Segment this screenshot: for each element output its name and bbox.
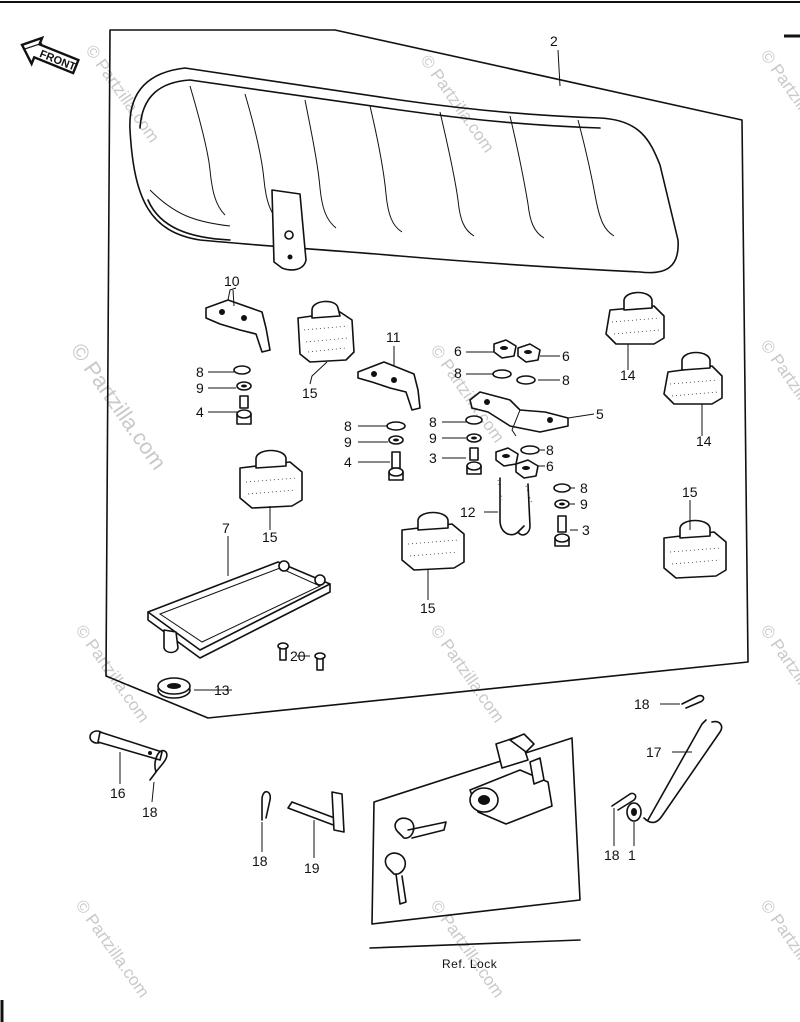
bracket-11-illustration [357,361,421,411]
watermark-main: © Partzilla.com [66,339,172,475]
callout-4-b: 4 [344,454,352,470]
callout-18-middle: 18 [252,853,268,869]
watermark-low-center: © Partzilla.com [427,621,508,726]
hardware-top-nuts-illustration [492,339,541,385]
callout-17: 17 [646,744,662,760]
clip-18-top-right-illustration [681,694,705,709]
callout-15-right: 15 [682,484,698,500]
callout-14-right: 14 [696,433,712,449]
callout-14-top: 14 [620,367,636,383]
callout-4-a: 4 [196,404,204,420]
callout-8-a: 8 [454,365,462,381]
callout-9-d: 9 [580,496,588,512]
callout-15-top: 15 [302,385,318,401]
watermark-bottom-left: © Partzilla.com [72,896,153,1001]
clip-18-middle-illustration [261,790,272,821]
lock-inset [371,733,581,925]
hardware-middle-illustration [386,421,406,481]
watermark-low-left: © Partzilla.com [72,621,153,726]
callout-6-b: 6 [562,348,570,364]
callout-12: 12 [460,504,476,520]
callout-8-f: 8 [546,442,554,458]
callout-18-top-right: 18 [634,696,650,712]
washer-1-illustration [626,802,642,822]
callout-8-d: 8 [344,418,352,434]
callout-9-b: 9 [344,434,352,450]
lock-reference-label: Ref. Lock [442,957,498,971]
damper-15-center-illustration [401,511,465,571]
damper-15-top-illustration [297,300,355,363]
callout-8-g: 8 [580,480,588,496]
callout-10: 10 [224,273,240,289]
callout-15-center: 15 [420,600,436,616]
leader-lines [119,49,703,858]
screws-20-illustration [277,642,326,671]
u-bolt-12-illustration [497,477,533,536]
callout-18-bottom-right: 18 [604,847,620,863]
callout-8-e: 8 [429,414,437,430]
lock-reference-bracket [369,939,581,949]
callout-6-a: 6 [454,343,462,359]
bracket-10-illustration [205,287,271,353]
callout-6-c: 6 [546,458,554,474]
damper-14-top-illustration [605,291,665,345]
callout-16: 16 [110,785,126,801]
callout-3-a: 3 [429,450,437,466]
callout-1: 1 [628,847,636,863]
seat-illustration [129,67,679,274]
watermark-mid-center: © Partzilla.com [427,341,508,446]
damper-14-right-illustration [663,351,723,405]
callout-20: 20 [290,648,306,664]
callout-8-b: 8 [562,372,570,388]
damper-15-right-illustration [663,519,727,579]
watermark-top-right: © Partzilla.com [757,46,800,151]
hardware-right-illustration [553,483,571,547]
callout-8-c: 8 [196,364,204,380]
front-arrow-icon: FRONT [20,35,80,75]
pin-16-illustration [89,730,163,761]
hardware-left-illustration [233,365,252,425]
callout-labels: 2 10 11 15 14 14 6 6 8 8 8 9 4 5 8 9 4 8… [110,33,712,876]
callout-5: 5 [596,406,604,422]
callout-9-c: 9 [429,430,437,446]
callout-15-left: 15 [262,529,278,545]
rod-19-illustration [287,791,345,833]
bracket-5-illustration [469,391,569,437]
damper-15-left-illustration [239,449,303,509]
callout-9-a: 9 [196,380,204,396]
assembly-outline [105,29,749,719]
lock-body-illustration [469,733,553,825]
watermark-mid-right: © Partzilla.com [757,336,800,441]
clip-18-left-illustration [149,749,168,781]
watermark-top-left: © Partzilla.com [82,41,163,146]
watermark-bottom-right: © Partzilla.com [757,896,800,1001]
hardware-center-illustration [465,415,540,479]
callout-11: 11 [386,329,401,345]
tray-7-illustration [147,560,331,659]
watermark-low-right: © Partzilla.com [757,621,800,726]
callout-13: 13 [214,682,230,698]
watermark-bottom-center: © Partzilla.com [427,896,508,1001]
callout-3-b: 3 [582,522,590,538]
key-illustration [384,817,447,905]
grommet-13-illustration [157,677,191,699]
callout-2: 2 [550,33,558,49]
rod-17-illustration [643,719,723,824]
callout-18-left: 18 [142,804,158,820]
clip-18-bottom-right-illustration [611,792,637,811]
callout-19: 19 [304,860,320,876]
callout-7: 7 [222,520,230,536]
